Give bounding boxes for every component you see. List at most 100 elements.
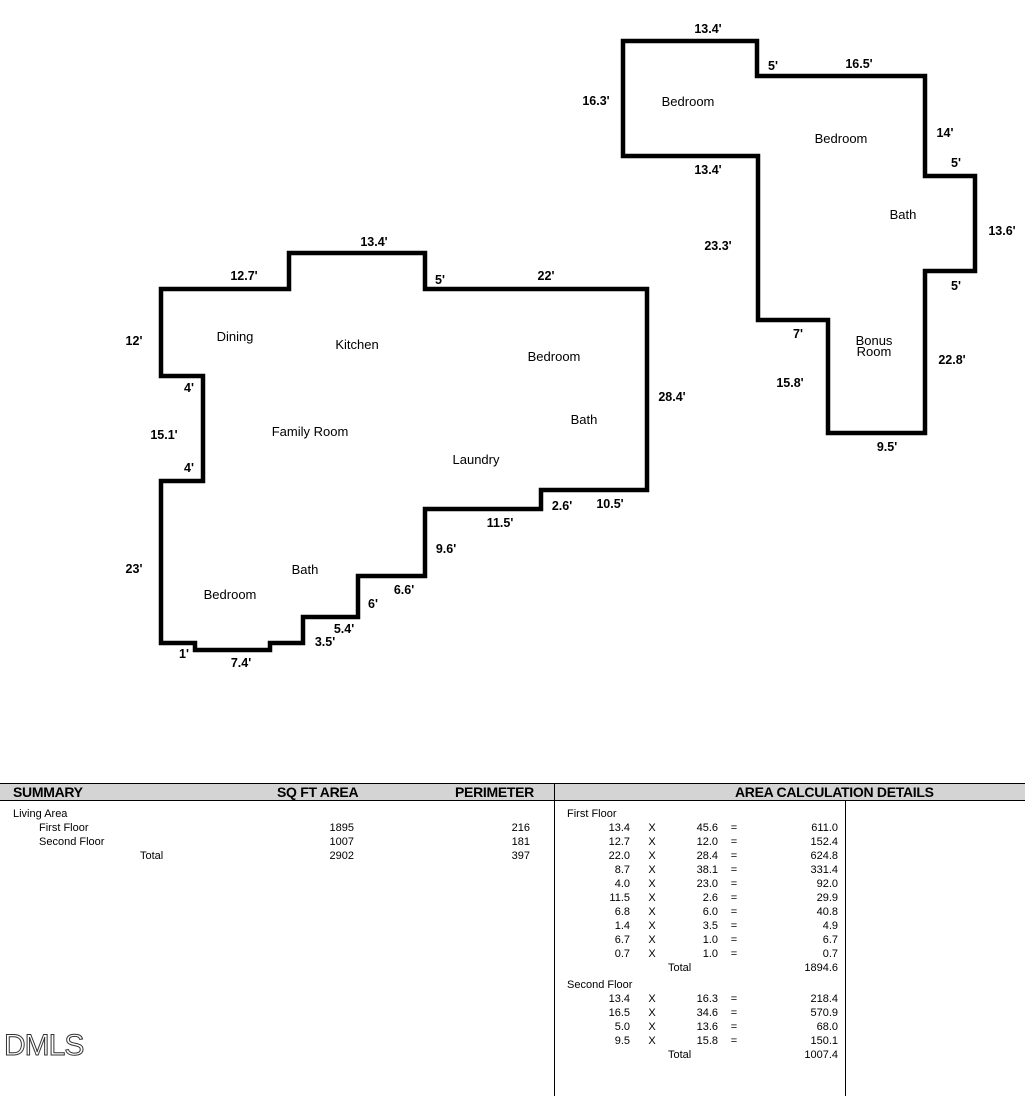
dimension-label: 12' (126, 334, 143, 348)
room-label: Bedroom (815, 131, 868, 146)
dimension-label: 13.4' (694, 22, 721, 36)
dimension-label: 13.4' (360, 235, 387, 249)
details-equals: = (730, 850, 738, 862)
details-width: 4.0 (614, 878, 630, 890)
room-label: Bath (292, 562, 319, 577)
details-operator: X (648, 822, 656, 834)
dimension-label: 16.5' (845, 57, 872, 71)
dimension-label: 28.4' (658, 390, 685, 404)
details-equals: = (730, 864, 738, 876)
room-label: Room (857, 344, 892, 359)
details-width: 6.7 (614, 934, 630, 946)
living-area-label: Living Area (13, 808, 68, 820)
dimension-label: 14' (937, 126, 954, 140)
details-length: 34.6 (696, 1007, 718, 1019)
details-length: 12.0 (696, 836, 718, 848)
details-equals: = (730, 878, 738, 890)
dimension-label: 2.6' (552, 499, 572, 513)
room-label: Kitchen (335, 337, 378, 352)
sq-ft-area-header: SQ FT AREA (277, 784, 359, 800)
summary-row-perimeter: 181 (511, 836, 530, 848)
floor-plan-diagram: 13.4'12.7'5'22'12'4'15.1'4'28.4'23'2.6'1… (126, 22, 1016, 670)
second-floor-plan: 13.4'5'16.5'16.3'14'5'13.4'13.6'23.3'5'7… (582, 22, 1015, 454)
details-length: 38.1 (696, 864, 718, 876)
details-operator: X (648, 892, 656, 904)
dimension-label: 5' (951, 279, 961, 293)
details-length: 1.0 (702, 948, 718, 960)
dimension-label: 6' (368, 597, 378, 611)
details-length: 28.4 (696, 850, 718, 862)
details-section-title: Second Floor (567, 979, 633, 991)
dimension-label: 3.5' (315, 635, 335, 649)
details-width: 13.4 (608, 822, 630, 834)
details-total-label: Total (668, 1049, 692, 1061)
details-area: 150.1 (810, 1035, 838, 1047)
details-area: 624.8 (810, 850, 838, 862)
details-operator: X (648, 920, 656, 932)
details-equals: = (730, 993, 738, 1005)
summary-total-perimeter: 397 (511, 850, 530, 862)
details-length: 15.8 (696, 1035, 718, 1047)
dimension-label: 12.7' (230, 269, 257, 283)
summary-total-label: Total (140, 850, 164, 862)
dimension-label: 9.6' (436, 542, 456, 556)
details-width: 0.7 (614, 948, 630, 960)
column-divider (845, 801, 846, 1096)
dimension-label: 10.5' (596, 497, 623, 511)
first-floor-plan: 13.4'12.7'5'22'12'4'15.1'4'28.4'23'2.6'1… (126, 235, 686, 670)
details-area: 6.7 (822, 934, 838, 946)
details-equals: = (730, 1021, 738, 1033)
dimension-label: 5' (951, 156, 961, 170)
details-operator: X (648, 993, 656, 1005)
details-area: 331.4 (810, 864, 838, 876)
summary-row-area: 1007 (329, 836, 354, 848)
details-length: 3.5 (702, 920, 718, 932)
details-width: 11.5 (609, 892, 630, 904)
details-equals: = (730, 1035, 738, 1047)
details-length: 13.6 (696, 1021, 718, 1033)
room-label: Dining (217, 329, 254, 344)
details-width: 13.4 (608, 993, 630, 1005)
dimension-label: 16.3' (582, 94, 609, 108)
details-width: 1.4 (614, 920, 630, 932)
dimension-label: 4' (184, 461, 194, 475)
room-label: Family Room (272, 424, 349, 439)
details-operator: X (648, 948, 656, 960)
dimension-label: 22' (538, 269, 555, 283)
summary-header-bar (0, 783, 1025, 801)
room-label: Bath (571, 412, 598, 427)
room-label: Laundry (453, 452, 500, 467)
summary-total-area: 2902 (329, 850, 354, 862)
details-length: 6.0 (702, 906, 718, 918)
details-length: 1.0 (702, 934, 718, 946)
details-operator: X (648, 836, 656, 848)
details-operator: X (648, 1021, 656, 1033)
details-area: 92.0 (816, 878, 838, 890)
room-label: Bedroom (662, 94, 715, 109)
details-length: 45.6 (696, 822, 718, 834)
dimension-label: 15.8' (776, 376, 803, 390)
details-width: 22.0 (608, 850, 630, 862)
summary-row-perimeter: 216 (511, 822, 530, 834)
details-area: 152.4 (810, 836, 838, 848)
area-summary-sheet: SUMMARY SQ FT AREA PERIMETER AREA CALCUL… (0, 783, 1025, 1096)
details-area: 4.9 (822, 920, 838, 932)
details-width: 8.7 (614, 864, 630, 876)
details-equals: = (730, 948, 738, 960)
details-operator: X (648, 864, 656, 876)
dimension-label: 5.4' (334, 622, 354, 636)
dimension-label: 4' (184, 381, 194, 395)
details-equals: = (730, 906, 738, 918)
details-width: 12.7 (608, 836, 630, 848)
dmls-watermark-logo: DMLS (3, 1029, 84, 1062)
details-width: 6.8 (614, 906, 630, 918)
dimension-label: 23.3' (704, 239, 731, 253)
area-calculation-details-header: AREA CALCULATION DETAILS (735, 784, 934, 800)
details-total-value: 1007.4 (804, 1049, 838, 1061)
details-width: 16.5 (608, 1007, 630, 1019)
dimension-label: 13.6' (988, 224, 1015, 238)
details-total-value: 1894.6 (804, 962, 838, 974)
details-area: 68.0 (816, 1021, 838, 1033)
summary-row-area: 1895 (329, 822, 354, 834)
room-label: Bedroom (528, 349, 581, 364)
